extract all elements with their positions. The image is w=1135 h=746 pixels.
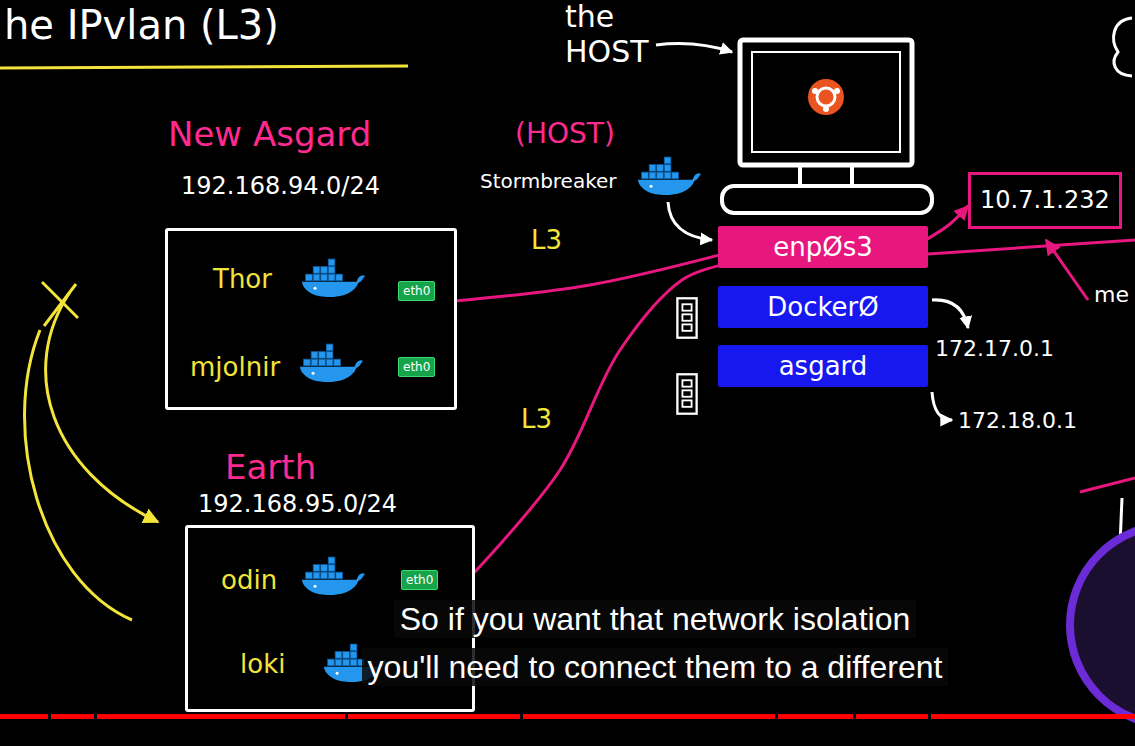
link-label: L3 bbox=[518, 405, 555, 434]
docker-whale bbox=[302, 259, 365, 297]
partial-note: me bbox=[1094, 282, 1129, 307]
network-link bbox=[928, 206, 968, 239]
title-text: he IPvlan (L3) bbox=[4, 2, 279, 48]
interface-band: DockerØ bbox=[718, 286, 928, 328]
subtitle-box: So if you want that network isolation yo… bbox=[335, 598, 975, 694]
curved-arrow bbox=[46, 292, 158, 522]
container-name: mjolnir bbox=[190, 353, 280, 383]
ubuntu-dot bbox=[823, 106, 829, 112]
title-underline bbox=[0, 66, 408, 68]
progress-bar bbox=[0, 714, 1135, 719]
pointer-arrow bbox=[932, 392, 952, 420]
interface-name: eth0 bbox=[403, 360, 430, 374]
ip-address: 172.17.0.1 bbox=[935, 336, 1054, 361]
subnet: 192.168.94.0/24 bbox=[181, 173, 380, 201]
interface-name: eth0 bbox=[406, 573, 433, 587]
interface-band: enpØs3 bbox=[718, 226, 928, 268]
curved-arrow bbox=[25, 330, 132, 620]
container-name: Thor bbox=[213, 265, 272, 295]
network-link bbox=[457, 255, 718, 300]
interface-name: DockerØ bbox=[767, 286, 879, 328]
chapter-mark bbox=[928, 714, 931, 719]
docker-whale bbox=[302, 557, 365, 595]
container-name: Stormbreaker bbox=[480, 170, 617, 193]
pointer-arrow bbox=[932, 300, 968, 328]
chapter-mark bbox=[520, 714, 523, 719]
network-box: New Asgard192.168.94.0/24Thormjolnireth0… bbox=[165, 228, 457, 410]
interface-tag: eth0 bbox=[398, 281, 435, 301]
monitor bbox=[740, 40, 912, 165]
interface-band: asgard bbox=[718, 345, 928, 387]
pointer-arrow bbox=[656, 44, 732, 52]
keyboard-base bbox=[722, 186, 932, 213]
ubuntu-dot bbox=[834, 88, 840, 94]
monitor-screen bbox=[752, 52, 900, 152]
ubuntu-dot bbox=[812, 88, 818, 94]
host-label: the HOST bbox=[565, 0, 655, 69]
interface-name: asgard bbox=[779, 345, 868, 387]
docker-whale bbox=[300, 344, 363, 382]
bracket bbox=[1114, 18, 1132, 76]
chapter-mark bbox=[94, 714, 97, 719]
bridge-icon bbox=[677, 374, 696, 413]
chapter-mark bbox=[853, 714, 856, 719]
ip-address: 172.18.0.1 bbox=[958, 408, 1077, 433]
chapter-mark bbox=[345, 714, 348, 719]
partial-wire bbox=[1080, 478, 1135, 492]
ip-box: 10.7.1.232 bbox=[968, 172, 1122, 229]
subtitle-text: So if you want that network isolation yo… bbox=[362, 600, 949, 686]
pointer-arrow bbox=[668, 202, 712, 240]
docker-whale bbox=[638, 157, 701, 195]
interface-tag: eth0 bbox=[401, 570, 438, 590]
network-link bbox=[475, 266, 718, 572]
monitor-stand bbox=[800, 165, 852, 186]
interface-name: eth0 bbox=[403, 284, 430, 298]
ubuntu-logo bbox=[808, 79, 844, 115]
doodle bbox=[42, 282, 78, 326]
host-tag: (HOST) bbox=[515, 118, 615, 150]
interface-name: enpØs3 bbox=[773, 226, 873, 268]
subnet: 192.168.95.0/24 bbox=[198, 491, 397, 519]
interface-tag: eth0 bbox=[398, 357, 435, 377]
network-name: Earth bbox=[225, 448, 316, 487]
bridge-icon bbox=[677, 298, 696, 337]
chapter-mark bbox=[775, 714, 778, 719]
presenter-avatar bbox=[1070, 525, 1135, 725]
ubuntu-ring bbox=[817, 88, 835, 106]
network-name: New Asgard bbox=[168, 115, 371, 154]
chapter-mark bbox=[48, 714, 51, 719]
uplink-wire bbox=[928, 240, 1135, 254]
ip-address: 10.7.1.232 bbox=[980, 186, 1110, 215]
container-name: loki bbox=[240, 650, 285, 680]
pointer-arrow bbox=[1046, 240, 1088, 300]
container-name: odin bbox=[221, 566, 277, 596]
link-label: L3 bbox=[528, 226, 565, 255]
